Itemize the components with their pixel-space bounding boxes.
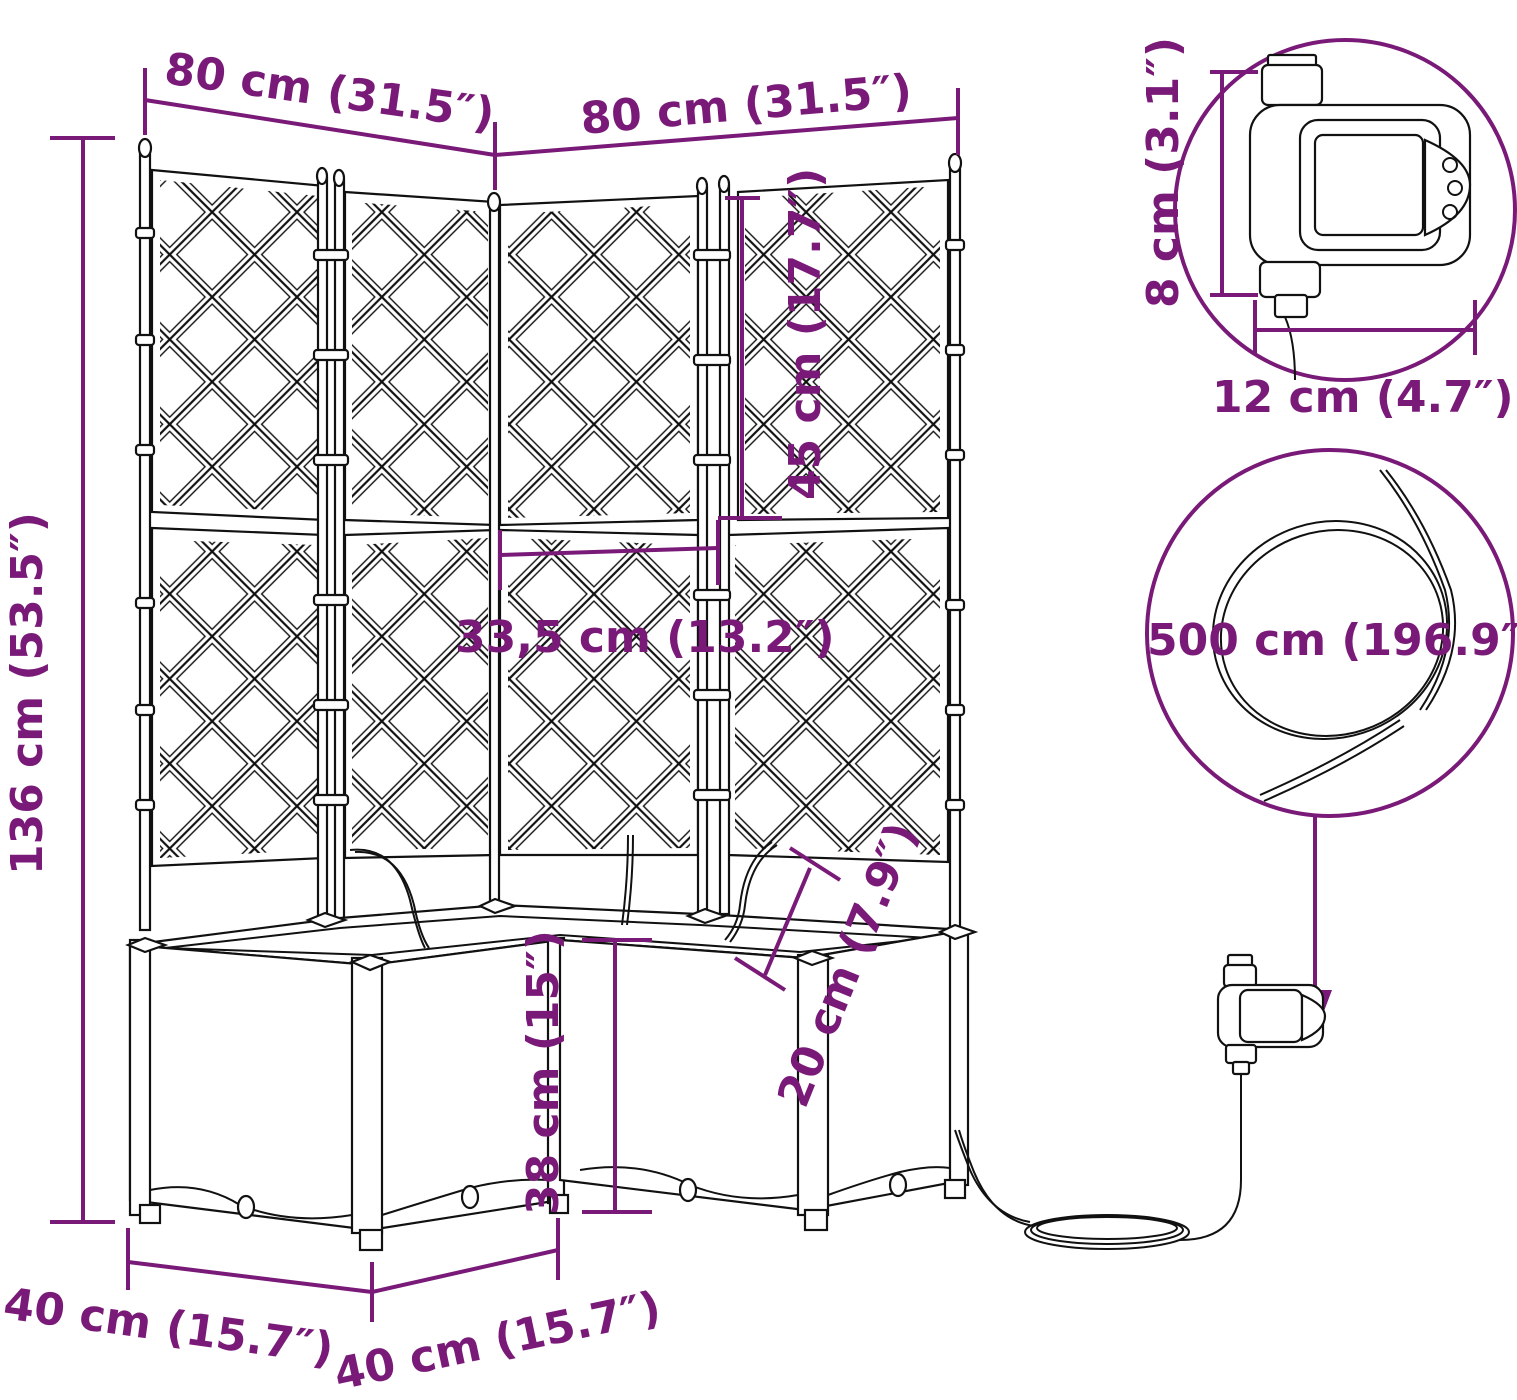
hose-detail: 500 cm (196.9″) [1145, 448, 1517, 1035]
width-left-label: 80 cm (31.5″) [161, 43, 497, 140]
dimension-lines [50, 68, 960, 1322]
timer-detail-circle [1173, 38, 1517, 382]
timer-height-label: 8 cm (3.1″) [1138, 37, 1189, 308]
panel-height-label: 45 cm (17.7″) [780, 168, 831, 500]
hose-detail-circle [1145, 448, 1515, 818]
base-depth-left-label: 40 cm (15.7″) [0, 1278, 336, 1375]
planter-height-label: 38 cm (15″) [518, 930, 569, 1215]
planter-box-left [128, 936, 570, 1252]
water-timer-icon [1248, 53, 1472, 381]
planter-box-right [558, 928, 970, 1232]
hose-length-label: 500 cm (196.9″) [1147, 615, 1517, 666]
hose-coil-icon [1211, 469, 1457, 802]
panel-width-label: 33,5 cm (13.2″) [455, 612, 835, 663]
timer-width-label: 12 cm (4.7″) [1212, 372, 1514, 423]
drip-tubes [349, 834, 778, 949]
timer-detail: 8 cm (3.1″) 12 cm (4.7″) [1138, 37, 1517, 423]
corner-caps [125, 897, 979, 972]
timer-with-hose [954, 953, 1327, 1250]
trellis-lattice [160, 180, 940, 858]
post-clips [134, 226, 966, 812]
planter-boxes [125, 834, 979, 1252]
base-depth-right-label: 40 cm (15.7″) [330, 1282, 666, 1400]
trellis [134, 137, 966, 932]
total-height-label: 136 cm (53.5″) [2, 512, 53, 875]
